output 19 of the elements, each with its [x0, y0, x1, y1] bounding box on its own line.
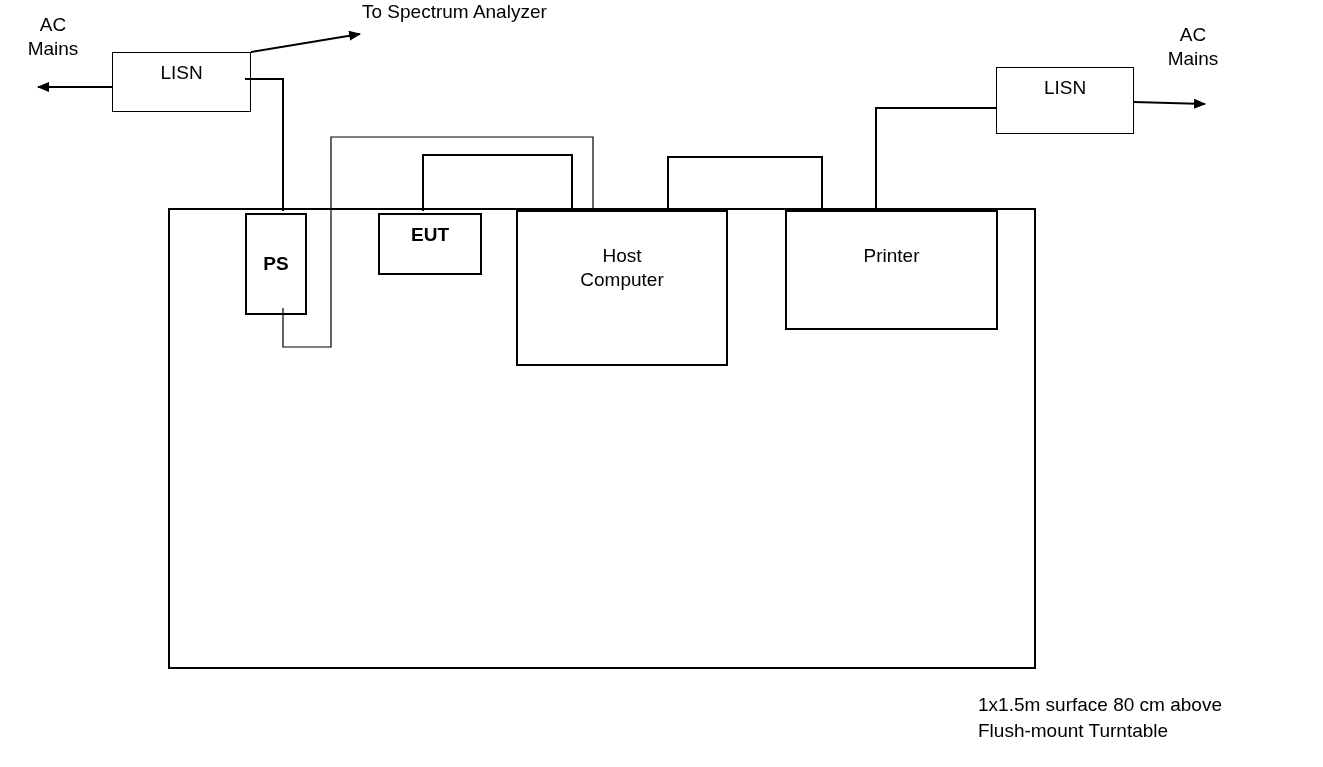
arrow	[250, 30, 361, 53]
power-supply-box: PS	[245, 213, 307, 315]
cable-line	[667, 156, 823, 209]
host-computer-box: Host Computer	[516, 210, 728, 366]
cable-line	[244, 78, 284, 212]
cable-line	[875, 107, 997, 209]
lisn-box: LISN	[112, 52, 251, 112]
cable-line	[422, 154, 573, 212]
table-outline	[168, 208, 1036, 669]
mains-label: AC Mains	[18, 10, 88, 64]
note-text: 1x1.5m surface 80 cm above Flush-mount Turntable	[978, 693, 1223, 743]
printer-box: Printer	[785, 210, 998, 330]
cable-line	[282, 136, 594, 348]
arrow	[1133, 98, 1206, 109]
analyzer-label: To Spectrum Analyzer	[362, 0, 602, 30]
arrow	[37, 82, 113, 92]
lisn-box: LISN	[996, 67, 1134, 134]
eut-box: EUT	[378, 213, 482, 275]
mains-label: AC Mains	[1158, 20, 1228, 74]
